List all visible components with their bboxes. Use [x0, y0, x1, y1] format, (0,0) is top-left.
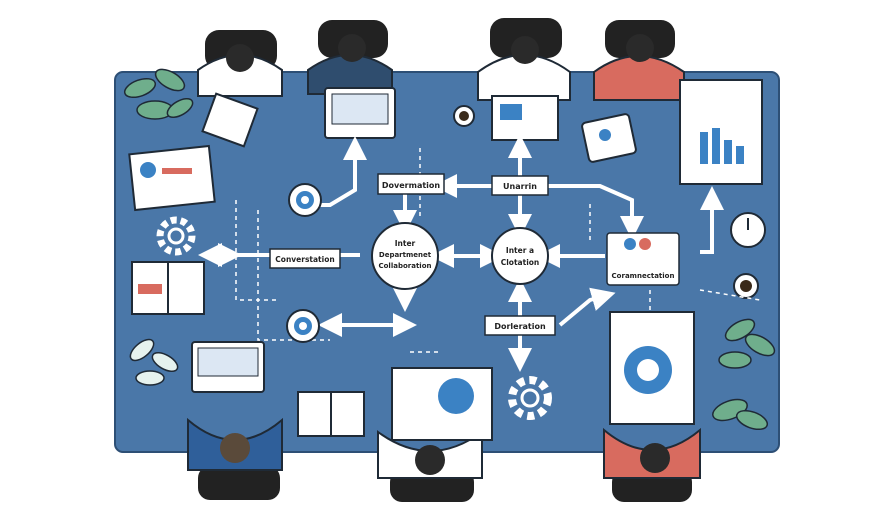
coramnectation-node: Coramnectation — [606, 232, 680, 286]
svg-text:Coramnectation: Coramnectation — [612, 272, 675, 280]
person-bottom-3 — [603, 311, 701, 502]
person-top-1 — [197, 30, 283, 148]
svg-text:Departmenet: Departmenet — [379, 251, 432, 259]
svg-text:Converstation: Converstation — [275, 255, 334, 264]
svg-text:Inter: Inter — [395, 239, 416, 248]
dovermation-node: Dovermation — [377, 173, 445, 195]
svg-text:Collaboration: Collaboration — [378, 262, 431, 270]
person-top-3 — [477, 18, 571, 141]
gear-icon-top — [288, 183, 322, 217]
inter-a-clotation-node: Inter a Clotation — [491, 227, 549, 285]
chart-document-left — [128, 144, 216, 212]
inter-department-collaboration-node: Inter Departmenet Collaboration — [371, 222, 439, 290]
plant-icon-left — [129, 338, 179, 386]
svg-text:Clotation: Clotation — [501, 258, 540, 267]
coffee-cup-icon-2 — [453, 105, 475, 127]
gear-icon-large — [508, 376, 552, 420]
dorleration-node: Dorleration — [484, 315, 556, 336]
plant-icon-right — [712, 318, 776, 431]
gear-icon-left — [156, 216, 196, 256]
open-book-left — [131, 261, 205, 315]
svg-text:Dovermation: Dovermation — [382, 181, 441, 190]
gear-icon-bottom — [286, 309, 320, 343]
open-book-bottom — [297, 391, 365, 437]
bar-chart-clipboard — [679, 79, 763, 185]
svg-text:Unarrin: Unarrin — [503, 182, 537, 191]
plant-icon-top-left — [123, 68, 194, 120]
svg-text:Dorleration: Dorleration — [494, 322, 546, 331]
coffee-cup-icon — [733, 273, 759, 299]
unarrin-node: Unarrin — [491, 175, 549, 196]
person-bottom-1 — [187, 341, 283, 500]
converstation-node: Converstation — [269, 248, 341, 269]
clock-icon — [730, 212, 766, 248]
person-bottom-2 — [377, 367, 493, 502]
person-top-4 — [593, 20, 685, 101]
person-top-2 — [307, 20, 396, 139]
svg-text:Inter a: Inter a — [506, 246, 534, 255]
puzzle-icon — [581, 113, 637, 163]
